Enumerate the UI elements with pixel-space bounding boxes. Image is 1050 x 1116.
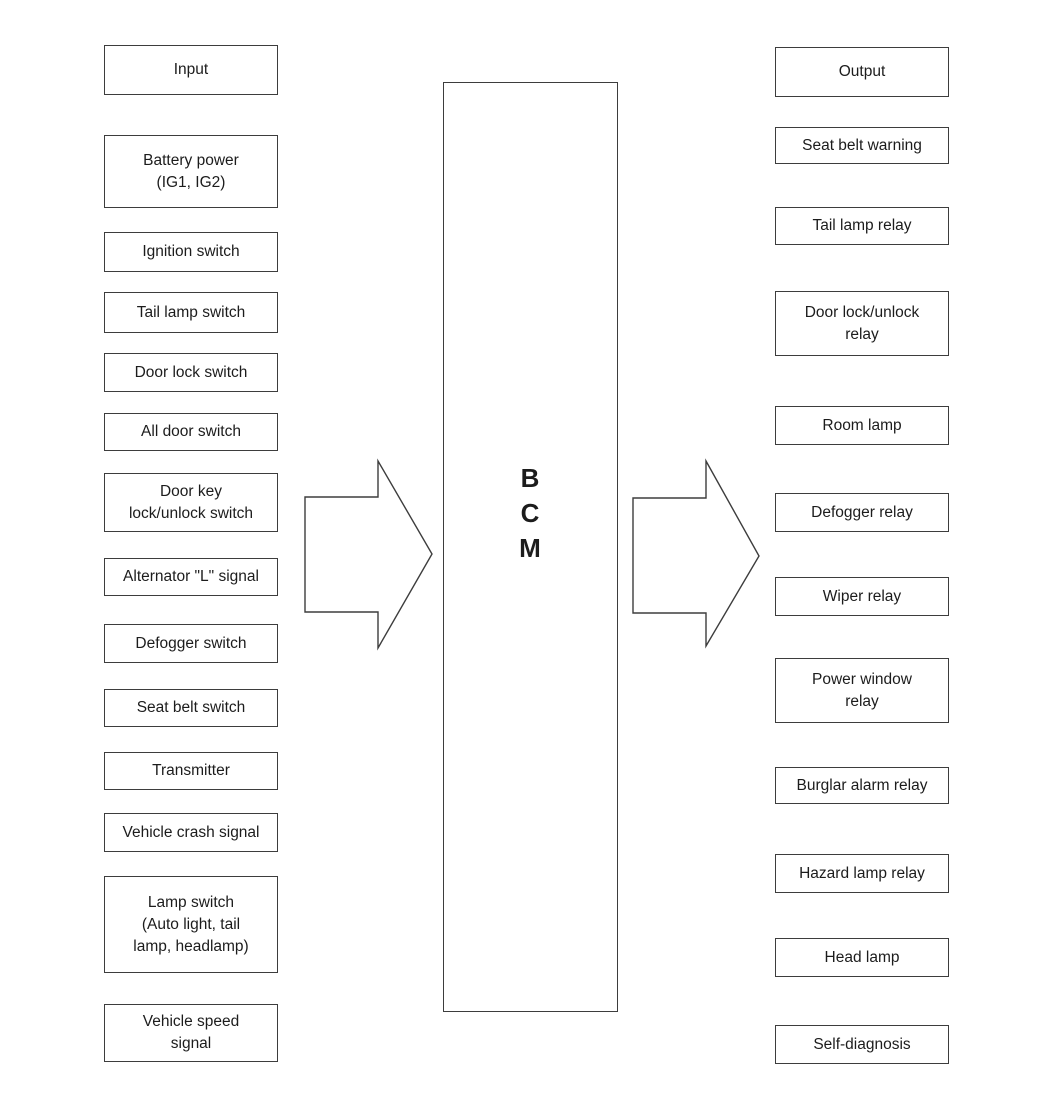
output-box: Head lamp [775, 938, 949, 977]
input-box: Vehicle crash signal [104, 813, 278, 852]
input-box: Defogger switch [104, 624, 278, 663]
output-box: Door lock/unlock relay [775, 291, 949, 356]
output-box: Power window relay [775, 658, 949, 723]
input-box: Transmitter [104, 752, 278, 790]
output-box: Room lamp [775, 406, 949, 445]
input-box: Door lock switch [104, 353, 278, 392]
bcm-box: B C M [443, 82, 618, 1012]
output-box: Burglar alarm relay [775, 767, 949, 804]
output-box: Hazard lamp relay [775, 854, 949, 893]
output-box: Wiper relay [775, 577, 949, 616]
input-box: Door key lock/unlock switch [104, 473, 278, 532]
input-box: Battery power (IG1, IG2) [104, 135, 278, 208]
input-box: Vehicle speed signal [104, 1004, 278, 1062]
output-box: Defogger relay [775, 493, 949, 532]
bcm-to-outputs-arrow-icon [632, 458, 760, 649]
input-box: All door switch [104, 413, 278, 451]
output-box: Seat belt warning [775, 127, 949, 164]
inputs-to-bcm-arrow-icon [304, 458, 433, 651]
input-box: Ignition switch [104, 232, 278, 272]
output-box: Self-diagnosis [775, 1025, 949, 1064]
input-box: Tail lamp switch [104, 292, 278, 333]
input-box: Lamp switch (Auto light, tail lamp, head… [104, 876, 278, 973]
input-box: Seat belt switch [104, 689, 278, 727]
input-header: Input [104, 45, 278, 95]
input-box: Alternator "L" signal [104, 558, 278, 596]
bcm-label: B C M [519, 463, 542, 563]
output-box: Tail lamp relay [775, 207, 949, 245]
output-header: Output [775, 47, 949, 97]
